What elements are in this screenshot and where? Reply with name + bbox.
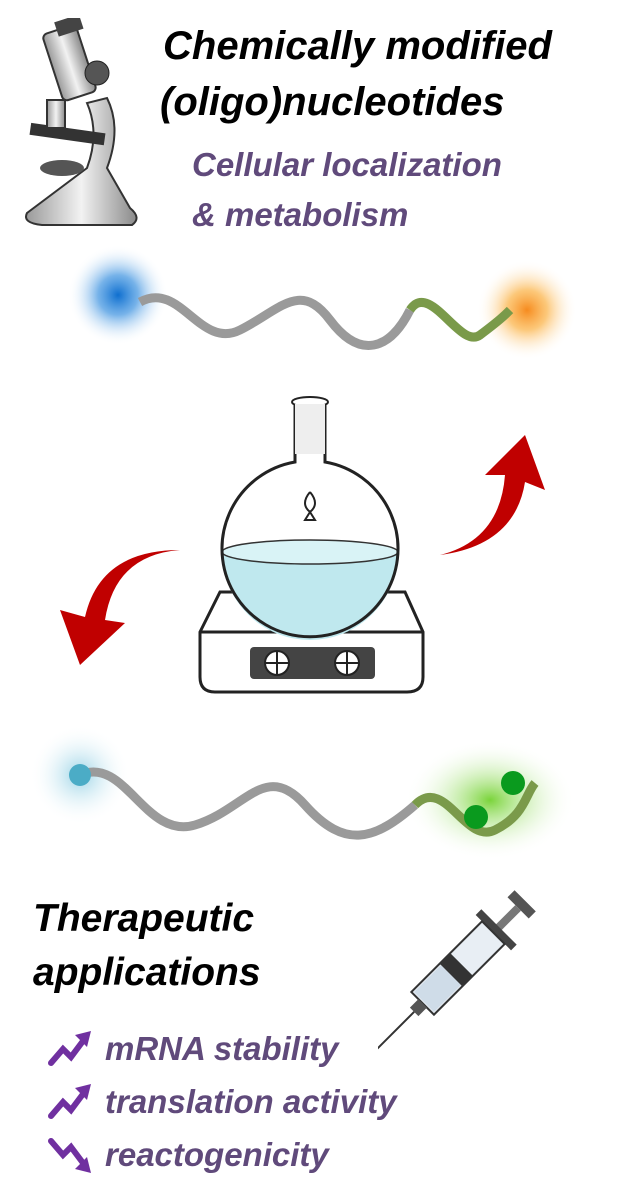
subtitle-line-2: & metabolism	[192, 196, 409, 233]
outcomes-list: mRNA stability translation activity reac…	[45, 1022, 397, 1181]
trend-up-icon	[48, 1030, 91, 1066]
red-arrow-down-left	[60, 550, 180, 665]
teal-dot	[69, 764, 91, 786]
title-line-2: (oligo)nucleotides	[160, 80, 505, 124]
outcome-item-reactogenicity: reactogenicity	[45, 1128, 397, 1181]
outcome-label: translation activity	[105, 1083, 397, 1120]
syringe-icon	[378, 890, 536, 1058]
red-arrow-up-right	[440, 435, 545, 555]
flask-on-stirrer-icon	[198, 396, 425, 694]
blue-fluorophore	[68, 245, 168, 345]
microscope-icon	[25, 18, 138, 226]
therapeutic-title-line-1: Therapeutic	[33, 897, 255, 940]
subtitle-line-1: Cellular localization	[192, 146, 502, 183]
outcome-item-mrna-stability: mRNA stability	[45, 1022, 397, 1075]
trend-up-icon	[48, 1083, 91, 1119]
green-dot	[501, 771, 525, 795]
labeled-oligonucleotide-top	[68, 245, 577, 360]
green-dot	[464, 805, 488, 829]
outcome-label: reactogenicity	[105, 1136, 329, 1173]
outcome-item-translation-activity: translation activity	[45, 1075, 397, 1128]
orange-fluorophore	[477, 260, 577, 360]
therapeutic-title-line-2: applications	[33, 951, 261, 994]
trend-down-icon	[48, 1137, 91, 1173]
title-line-1: Chemically modified	[163, 24, 552, 68]
outcome-label: mRNA stability	[105, 1030, 339, 1067]
modified-oligonucleotide-bottom	[30, 725, 575, 860]
